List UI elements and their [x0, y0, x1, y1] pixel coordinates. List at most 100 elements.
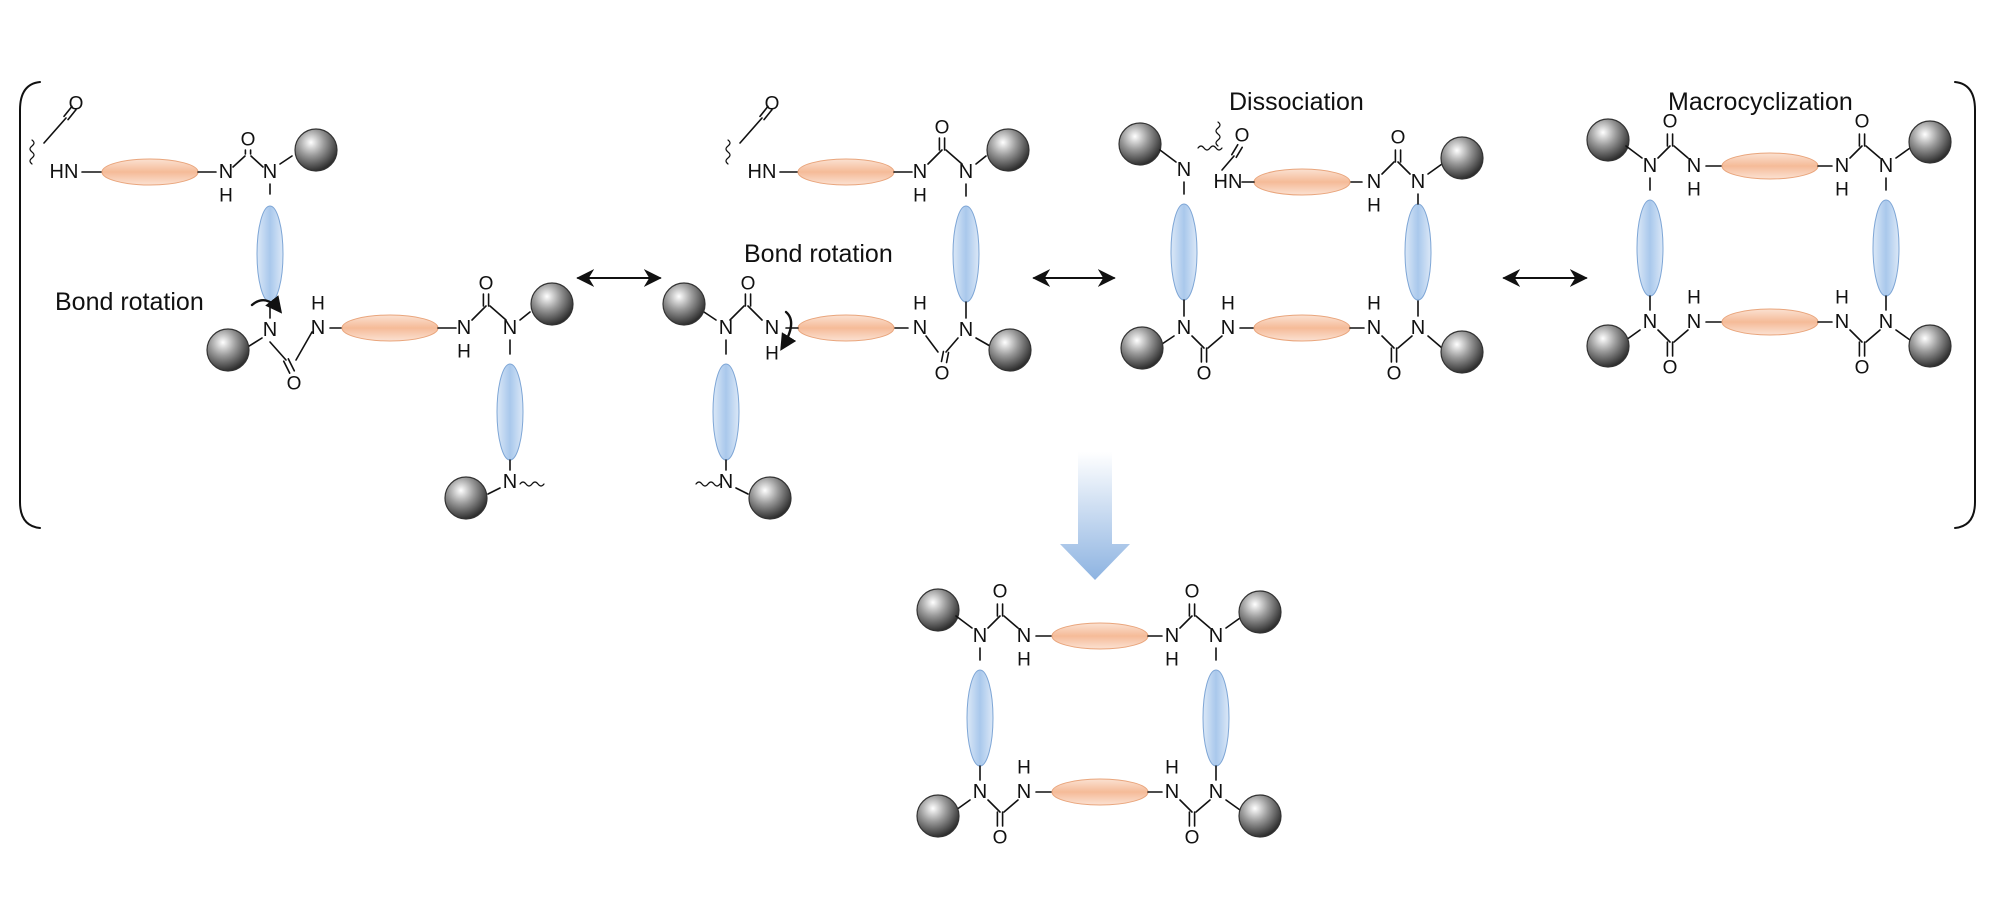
blue-spacer: [1636, 199, 1664, 297]
bond-line: [295, 331, 313, 361]
orange-spacer: [1253, 168, 1351, 196]
urea-nitrogen: N: [1177, 159, 1191, 181]
amide-nitrogen: N: [913, 317, 927, 339]
amide-nitrogen: N: [1687, 155, 1701, 177]
bond-line: [1381, 161, 1395, 175]
urea-nitrogen: N: [1411, 171, 1425, 193]
wavy-bond: [1215, 121, 1221, 147]
bond-line: [1225, 617, 1241, 629]
amide-hydrogen: H: [1835, 180, 1849, 201]
bond-line: [1849, 145, 1863, 159]
blue-spacer: [712, 363, 740, 461]
urea-nitrogen: N: [959, 161, 973, 183]
urea-nitrogen: N: [263, 161, 277, 183]
amide-nitrogen: N: [1835, 311, 1849, 333]
bond-line: [1427, 163, 1443, 175]
wavy-bond: [695, 481, 721, 487]
bond-line: [1195, 615, 1211, 629]
sphere-group: [444, 476, 488, 520]
blue-spacer: [496, 363, 524, 461]
bond-line: [487, 487, 501, 495]
orange-spacer: [101, 158, 199, 186]
bond-line: [1159, 149, 1177, 163]
bond-line: [925, 335, 939, 353]
double-bond-line: [759, 105, 769, 118]
bond-line: [1625, 329, 1641, 341]
amide-nitrogen: N: [1687, 311, 1701, 333]
bond-line: [1191, 335, 1205, 349]
bond-line: [1221, 155, 1235, 171]
bond-line: [1397, 335, 1413, 349]
orange-spacer: [1051, 622, 1149, 650]
bond-line: [747, 305, 763, 321]
blue-spacer: [1202, 669, 1230, 767]
urea-nitrogen: N: [503, 317, 517, 339]
bond-rotation-label-left: Bond rotation: [55, 288, 204, 316]
blue-spacer: [966, 669, 994, 767]
amide-nitrogen: N: [1017, 625, 1031, 647]
bond-line: [945, 149, 963, 165]
carbonyl-oxygen: O: [993, 582, 1008, 603]
amide-nitrogen: N: [457, 317, 471, 339]
urea-nitrogen: N: [1411, 317, 1425, 339]
bond-line: [1427, 335, 1443, 349]
bond-line: [1207, 335, 1223, 349]
amide-hydrogen: H: [765, 344, 779, 365]
orange-spacer: [797, 314, 895, 342]
blue-spacer: [256, 205, 284, 303]
double-bond-line: [67, 108, 77, 121]
orange-spacer: [341, 314, 439, 342]
wavy-bond: [519, 481, 545, 487]
bond-line: [1849, 329, 1863, 343]
bond-line: [1397, 161, 1411, 175]
amide-hydrogen: H: [1367, 196, 1381, 217]
sphere-group: [1440, 136, 1484, 180]
double-bond-line: [63, 105, 73, 118]
bond-line: [232, 155, 246, 168]
bond-line: [1673, 145, 1689, 159]
carbonyl-oxygen: O: [1855, 358, 1870, 379]
amide-hydrogen: H: [1165, 758, 1179, 779]
carbonyl-oxygen: O: [935, 118, 950, 139]
carbonyl-oxygen: O: [479, 274, 494, 295]
orange-spacer: [797, 158, 895, 186]
bond-line: [1225, 799, 1241, 811]
amide-nh-label: HN: [748, 161, 777, 183]
rotation-arrow: [250, 295, 283, 314]
bond-line: [703, 311, 717, 321]
double-bond-line: [1235, 146, 1244, 159]
urea-nitrogen: N: [1209, 625, 1223, 647]
urea-nitrogen: N: [1209, 781, 1223, 803]
bond-line: [1381, 335, 1395, 349]
bracket-left: [19, 81, 41, 529]
bond-line: [927, 149, 943, 165]
bond-line: [1657, 329, 1671, 343]
bond-line: [975, 155, 987, 165]
carbonyl-oxygen: O: [287, 374, 302, 395]
sphere-group: [1908, 324, 1952, 368]
amide-hydrogen: H: [219, 186, 233, 207]
urea-nitrogen: N: [1643, 155, 1657, 177]
amide-nitrogen: N: [1221, 317, 1235, 339]
sphere-group: [1120, 326, 1164, 370]
big-down-arrow: [1060, 452, 1130, 580]
amide-hydrogen: H: [1835, 288, 1849, 309]
bond-line: [471, 305, 487, 321]
carbonyl-oxygen: O: [1663, 112, 1678, 133]
sphere-group: [916, 588, 960, 632]
bond-line: [1865, 145, 1881, 159]
urea-nitrogen: N: [719, 317, 733, 339]
sphere-group: [986, 128, 1030, 172]
bond-line: [735, 487, 749, 495]
urea-nitrogen: N: [503, 471, 517, 493]
bond-line: [1161, 335, 1175, 345]
sphere-group: [1238, 794, 1282, 838]
amide-hydrogen: H: [1687, 180, 1701, 201]
wavy-bond: [1197, 145, 1223, 151]
amide-nh-label: HN: [50, 161, 79, 183]
carbonyl-oxygen: O: [765, 94, 780, 115]
sphere-group: [748, 476, 792, 520]
sphere-group: [916, 794, 960, 838]
